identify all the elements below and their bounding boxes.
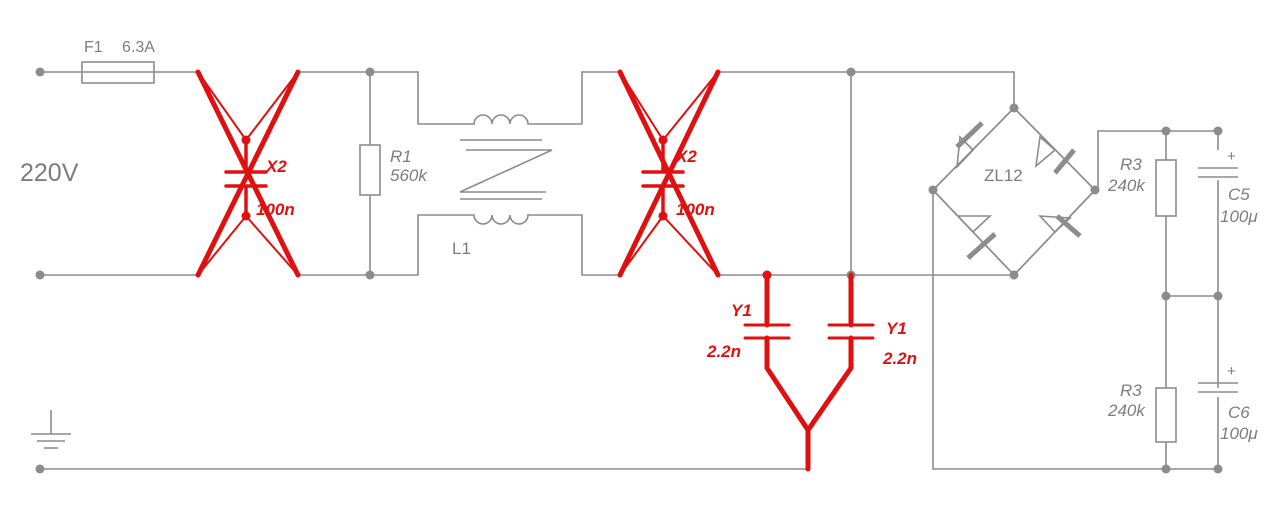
resistor-body — [1155, 387, 1177, 443]
diode-icon — [956, 215, 993, 234]
cap-plates — [224, 138, 268, 218]
wires — [40, 71, 1219, 470]
resistor-r1: R1 560k — [359, 144, 428, 196]
cap-node — [658, 135, 668, 145]
diode-icon — [955, 135, 975, 170]
x-capacitor-2: X2 100n — [617, 69, 721, 278]
x-cap-1-ref-label: X2 — [265, 157, 287, 176]
core-z-mark — [459, 149, 553, 193]
cap-plates — [641, 138, 685, 218]
supply-voltage-label: 220V — [20, 159, 79, 187]
junction-dot — [1161, 291, 1171, 301]
fuse-ref-label: F1 — [84, 39, 103, 56]
plus-icon: + — [1227, 148, 1236, 165]
junction-dot — [1213, 126, 1223, 136]
plus-icon: + — [1227, 363, 1236, 380]
r1-value-label: 560k — [390, 166, 428, 185]
c5-value-label: 100μ — [1220, 207, 1258, 226]
y-cap-right-ref-label: Y1 — [886, 319, 907, 338]
x-capacitor-1: X2 100n — [195, 69, 301, 278]
y-cap-left-plates — [743, 323, 791, 340]
fuse-value-label: 6.3A — [122, 39, 155, 56]
terminal-dot — [35, 67, 45, 77]
coil-bottom — [460, 214, 542, 225]
r3-top-ref-label: R3 — [1120, 155, 1142, 174]
diode-icon — [1038, 215, 1072, 234]
x-cap-2-value-label: 100n — [676, 200, 715, 219]
r3-bottom-value-label: 240k — [1107, 401, 1146, 420]
y-cap-right-value-label: 2.2n — [882, 349, 917, 368]
cap-node — [658, 211, 668, 221]
cap-node — [241, 135, 251, 145]
c6-ref-label: C6 — [1228, 403, 1250, 422]
resistor-r3-top: R3 240k — [1107, 155, 1177, 217]
y-capacitors: Y1 2.2n Y1 2.2n — [706, 270, 917, 472]
junction-dot — [846, 67, 856, 77]
earth-ground-icon — [31, 410, 71, 449]
capacitor-c6: + C6 100μ — [1198, 363, 1258, 443]
bridge-ref-label: ZL12 — [984, 166, 1023, 185]
resistor-body — [1155, 159, 1177, 217]
r1-ref-label: R1 — [390, 147, 412, 166]
x-cap-1-value-label: 100n — [256, 200, 295, 219]
c5-ref-label: C5 — [1228, 185, 1250, 204]
junction-dot — [1161, 126, 1171, 136]
junction-dot — [1161, 464, 1171, 474]
junction-dot — [1213, 291, 1223, 301]
bridge-rectifier-zl12: ZL12 — [931, 106, 1097, 277]
junction-dot — [365, 270, 375, 280]
r3-bottom-ref-label: R3 — [1120, 381, 1142, 400]
capacitor-c5: + C5 100μ — [1198, 148, 1258, 226]
junction-dots — [35, 67, 1223, 474]
coil-top — [460, 114, 542, 125]
c6-value-label: 100μ — [1220, 424, 1258, 443]
diode-icon — [1034, 135, 1057, 168]
y-cap-right-plates — [827, 323, 875, 340]
r3-top-value-label: 240k — [1107, 176, 1146, 195]
resistor-body — [359, 144, 381, 196]
terminal-dot — [35, 270, 45, 280]
y-cap-left-ref-label: Y1 — [731, 301, 752, 320]
cap-node — [241, 211, 251, 221]
junction-dot — [1213, 464, 1223, 474]
choke-l1: L1 — [452, 114, 553, 258]
junction-dot — [365, 67, 375, 77]
l1-ref-label: L1 — [452, 239, 471, 258]
fuse-f1: F1 6.3A — [81, 39, 155, 84]
x-cap-2-ref-label: X2 — [675, 147, 697, 166]
cap-node — [762, 270, 772, 280]
resistor-r3-bottom: R3 240k — [1107, 381, 1177, 443]
y-cap-fork-wiring — [764, 272, 854, 472]
y-cap-left-value-label: 2.2n — [706, 342, 741, 361]
terminal-dot — [35, 464, 45, 474]
